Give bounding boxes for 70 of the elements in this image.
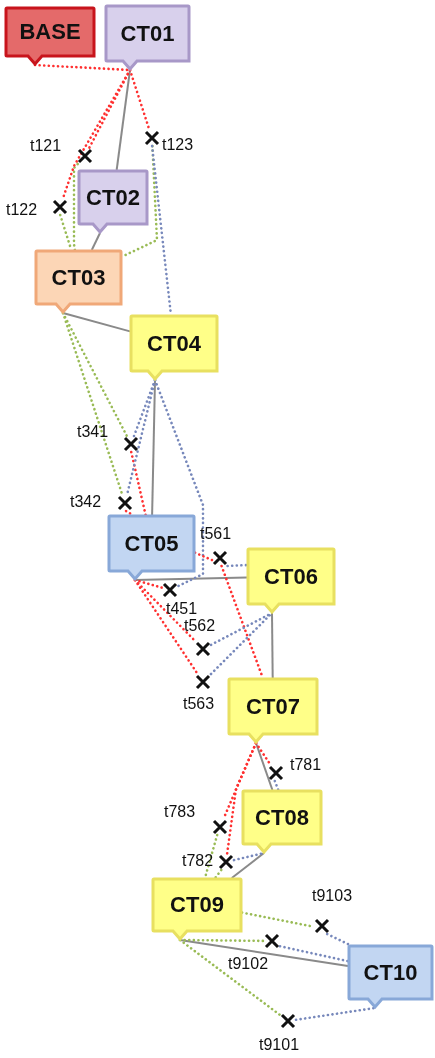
callout-box: [242, 790, 322, 853]
connector-line: [90, 232, 101, 251]
mark-label: t341: [77, 423, 109, 441]
mark-label: t783: [164, 803, 196, 821]
cross-mark: [212, 550, 228, 566]
cross-mark: [268, 765, 284, 781]
connector-line: [179, 939, 349, 967]
cross-mark: [314, 918, 330, 934]
callout-box: [348, 945, 433, 1008]
callout-label: CT05: [123, 529, 180, 558]
cross-mark: [195, 641, 211, 657]
callout-label: CT02: [85, 183, 141, 212]
dotted-connector: [129, 450, 147, 517]
cross-mark: [144, 130, 160, 146]
cross-mark: [117, 495, 133, 511]
callout-box: [78, 170, 148, 233]
callout-box: [228, 678, 318, 743]
callout-label: CT03: [50, 263, 107, 292]
callout-box: [35, 250, 122, 313]
mark-label: t562: [184, 617, 216, 635]
callout-box: [130, 315, 218, 380]
mark-label: t561: [200, 525, 232, 543]
dotted-connector: [226, 563, 249, 568]
mark-label: t782: [182, 852, 214, 870]
cross-mark: [123, 436, 139, 452]
cross-mark: [77, 148, 93, 164]
connector-line: [230, 852, 265, 879]
dotted-connector: [278, 944, 350, 963]
callout-label: CT09: [169, 891, 225, 919]
callout-label: CT04: [146, 329, 202, 358]
callout-box: [5, 7, 95, 65]
cross-mark: [212, 819, 228, 835]
connector-line: [62, 312, 131, 333]
callout-box: [105, 5, 190, 70]
callout-box: [108, 515, 195, 580]
callout-box: [152, 878, 242, 940]
mark-label: t121: [30, 137, 62, 155]
cross-mark: [264, 933, 280, 949]
callout-label: CT08: [254, 803, 310, 832]
mark-label: t451: [166, 600, 198, 618]
callout-label: CT10: [362, 958, 419, 987]
cross-mark: [280, 1013, 296, 1029]
dotted-connector: [209, 611, 274, 676]
dotted-connector: [325, 932, 352, 947]
cross-mark: [162, 582, 178, 598]
mark-label: t9102: [228, 955, 269, 973]
cross-mark: [52, 199, 68, 215]
dotted-connector: [294, 1006, 377, 1022]
callout-box: [247, 548, 335, 613]
mark-label: t9101: [259, 1036, 300, 1054]
connector-line: [271, 612, 274, 679]
mark-label: t563: [183, 695, 215, 713]
cross-mark: [195, 674, 211, 690]
callout-label: BASE: [18, 18, 82, 46]
mark-label: t781: [290, 756, 322, 774]
dotted-connector: [213, 868, 223, 880]
cross-mark: [218, 854, 234, 870]
connector-line: [151, 379, 156, 516]
connector-line: [134, 576, 248, 581]
callout-label: CT01: [119, 19, 176, 48]
mark-label: t122: [6, 201, 38, 219]
mark-label: t123: [162, 136, 194, 154]
mark-label: t342: [70, 493, 102, 511]
dotted-connector: [273, 779, 280, 792]
mark-label: t9103: [312, 887, 353, 905]
connector-line: [115, 69, 131, 171]
callout-label: CT07: [245, 692, 301, 721]
callout-label: CT06: [263, 562, 319, 591]
dotted-connector: [72, 162, 79, 252]
connector-line: [255, 742, 274, 791]
